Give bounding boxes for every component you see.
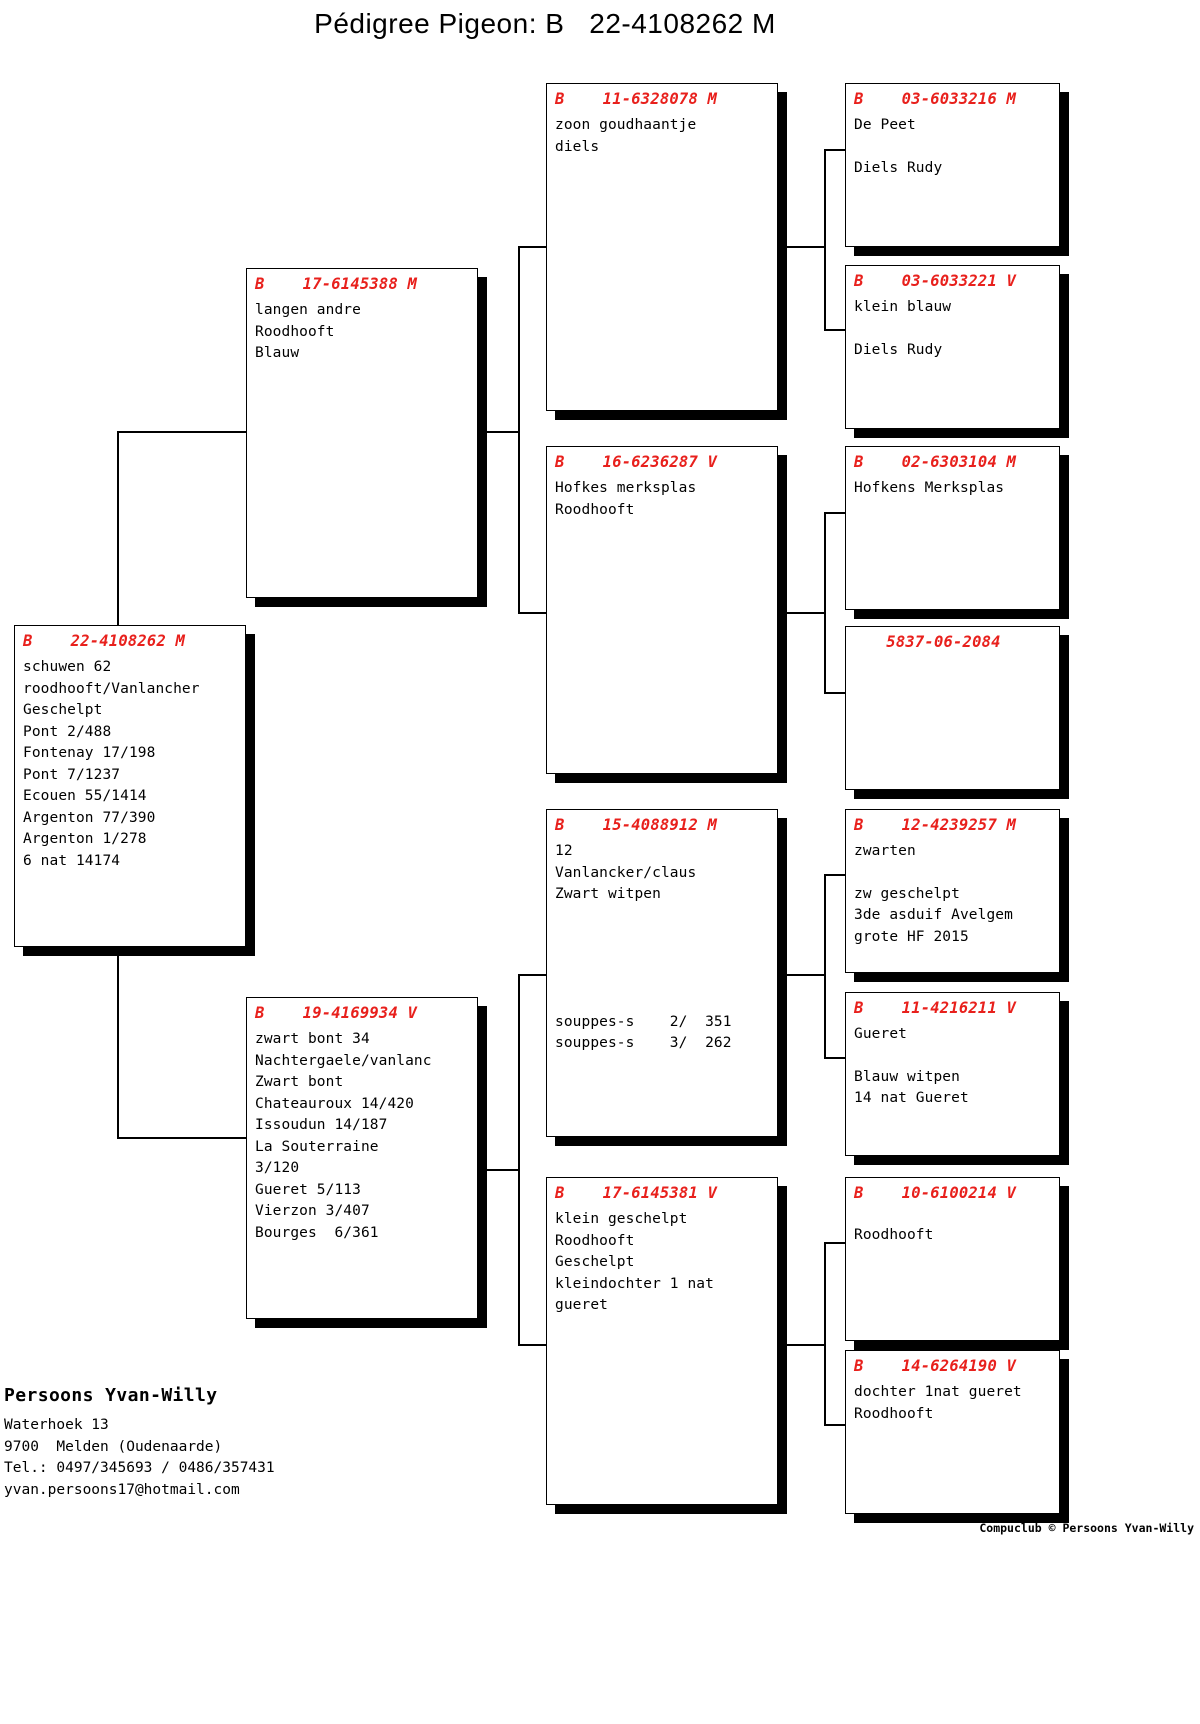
breeder-dd-sire: Roodhooft [854,1227,934,1243]
details-dam-dam: klein geschelpt Roodhooft Geschelpt klei… [555,1211,714,1313]
breeder-ss-dam: Diels Rudy [854,341,943,358]
ring-number-subject: B 22-4108262 M [23,632,186,650]
pigeon-box-sd-dam[interactable]: 5837-06-2084 [845,626,1060,790]
pigeon-box-subject[interactable]: B 22-4108262 M schuwen 62 roodhooft/Vanl… [14,625,246,947]
ring-number-sire-sire: B 11-6328078 M [555,90,718,108]
ring-number-dd-sire: B 10-6100214 V [854,1184,1017,1202]
pigeon-box-dam-sire[interactable]: B 15-4088912 M 12 Vanlancker/claus Zwart… [546,809,778,1137]
pigeon-box-ds-sire[interactable]: B 12-4239257 M zwarten zw geschelpt 3de … [845,809,1060,973]
ring-number-ds-dam: B 11-4216211 V [854,999,1017,1017]
pigeon-box-dam-dam[interactable]: B 17-6145381 V klein geschelpt Roodhooft… [546,1177,778,1505]
details-sire-sire: zoon goudhaantje diels [555,117,697,155]
page-title: Pédigree Pigeon: B 22-4108262 M [314,8,776,39]
software-credit: Compuclub © Persoons Yvan-Willy [979,1521,1194,1535]
ring-number-sd-sire: B 02-6303104 M [854,453,1017,471]
ring-number-sd-dam: 5837-06-2084 [886,633,1001,651]
details-ss-sire: De Peet [854,117,916,133]
details-subject: schuwen 62 roodhooft/Vanlancher Geschelp… [23,659,200,869]
details-dd-dam: dochter 1nat gueret Roodhooft [854,1384,1022,1422]
pigeon-box-dd-dam[interactable]: B 14-6264190 V dochter 1nat gueret Roodh… [845,1350,1060,1514]
details-ds-sire: zwarten [854,843,916,859]
pigeon-box-dd-sire[interactable]: B 10-6100214 V Roodhooft [845,1177,1060,1341]
details-sire: langen andre Roodhooft Blauw [255,302,361,361]
details-ss-dam: klein blauw [854,299,952,315]
details-ds-dam: Gueret [854,1026,907,1042]
ring-number-ss-sire: B 03-6033216 M [854,90,1017,108]
ring-number-sire: B 17-6145388 M [255,275,418,293]
owner-name: Persoons Yvan-Willy [4,1385,218,1406]
ring-number-dam-sire: B 15-4088912 M [555,816,718,834]
owner-address: Waterhoek 13 9700 Melden (Oudenaarde) Te… [4,1417,275,1498]
pigeon-box-sire-sire[interactable]: B 11-6328078 M zoon goudhaantje diels [546,83,778,411]
details-sire-dam: Hofkes merksplas Roodhooft [555,480,697,518]
ring-number-dd-dam: B 14-6264190 V [854,1357,1017,1375]
pigeon-box-ds-dam[interactable]: B 11-4216211 V Gueret Blauw witpen 14 na… [845,992,1060,1156]
pigeon-box-ss-dam[interactable]: B 03-6033221 V klein blauw Diels Rudy [845,265,1060,429]
pigeon-box-sd-sire[interactable]: B 02-6303104 M Hofkens Merksplas [845,446,1060,610]
breeder-ss-sire: Diels Rudy [854,159,943,176]
ring-number-sire-dam: B 16-6236287 V [555,453,718,471]
details-dam: zwart bont 34 Nachtergaele/vanlanc Zwart… [255,1031,432,1241]
ring-number-dam: B 19-4169934 V [255,1004,418,1022]
ring-number-ds-sire: B 12-4239257 M [854,816,1017,834]
pigeon-box-sire[interactable]: B 17-6145388 M langen andre Roodhooft Bl… [246,268,478,598]
ring-number-ss-dam: B 03-6033221 V [854,272,1017,290]
ring-number-dam-dam: B 17-6145381 V [555,1184,718,1202]
pigeon-box-dam[interactable]: B 19-4169934 V zwart bont 34 Nachtergael… [246,997,478,1319]
details-sd-sire: Hofkens Merksplas [854,480,1005,496]
race-results-dam-sire: souppes-s 2/ 351 souppes-s 3/ 262 [555,1013,732,1052]
details-dam-sire: 12 Vanlancker/claus Zwart witpen [555,843,697,902]
achievements-ds-sire: zw geschelpt 3de asduif Avelgem grote HF… [854,885,1013,945]
pigeon-box-sire-dam[interactable]: B 16-6236287 V Hofkes merksplas Roodhoof… [546,446,778,774]
pigeon-box-ss-sire[interactable]: B 03-6033216 M De Peet Diels Rudy [845,83,1060,247]
achievements-ds-dam: Blauw witpen 14 nat Gueret [854,1068,969,1107]
